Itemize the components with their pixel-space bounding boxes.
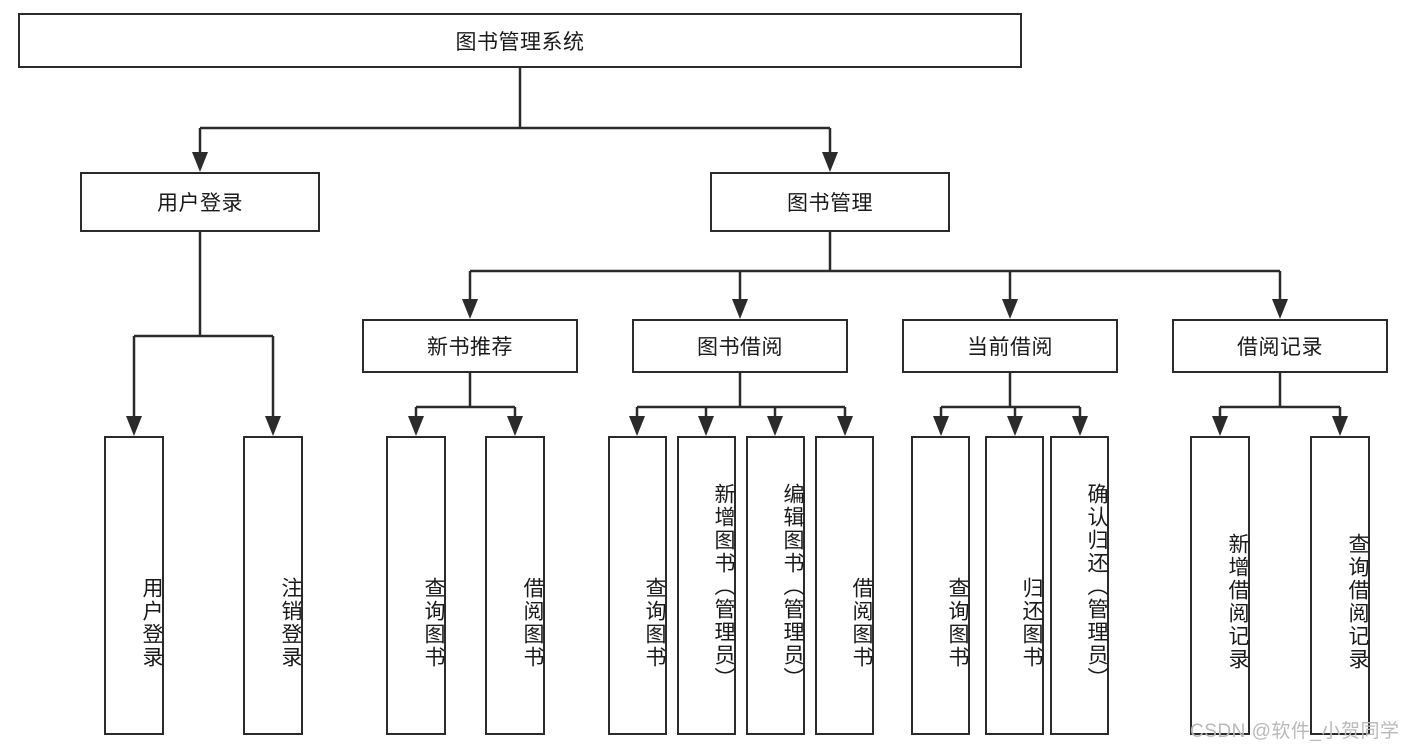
node-current-borrow-label: 当前借阅: [967, 336, 1053, 359]
node-book-borrow-label: 图书借阅: [697, 336, 783, 359]
node-root-label: 图书管理系统: [455, 30, 585, 54]
arrow-leaf-borrow-book-1: [507, 416, 523, 436]
arrow-book-management: [822, 152, 838, 172]
arrow-leaf-logout-login: [265, 416, 281, 436]
node-borrow-record[interactable]: 借阅记录: [1172, 319, 1388, 373]
arrow-leaf-add-borrow-record: [1212, 416, 1228, 436]
node-user-login-label: 用户登录: [157, 192, 243, 215]
arrow-leaf-user-login: [126, 416, 142, 436]
node-new-book-recommend-label: 新书推荐: [427, 336, 513, 359]
arrow-leaf-edit-book-admin: [767, 416, 783, 436]
node-leaf-add-book-admin-label: 新增图书（管理员）: [712, 483, 735, 690]
node-leaf-return-book[interactable]: 归还图书: [985, 436, 1044, 735]
node-book-management-label: 图书管理: [787, 192, 873, 215]
arrow-new-book-recommend: [462, 299, 478, 319]
node-current-borrow[interactable]: 当前借阅: [902, 319, 1118, 373]
node-leaf-query-borrow-record[interactable]: 查询借阅记录: [1310, 436, 1370, 735]
node-leaf-query-borrow-record-label: 查询借阅记录: [1346, 532, 1369, 671]
node-book-borrow[interactable]: 图书借阅: [632, 319, 848, 373]
node-leaf-add-book-admin[interactable]: 新增图书（管理员）: [677, 436, 736, 735]
arrow-leaf-add-book-admin: [698, 416, 714, 436]
node-root[interactable]: 图书管理系统: [18, 13, 1022, 68]
node-leaf-confirm-return-admin[interactable]: 确认归还（管理员）: [1050, 436, 1109, 735]
node-leaf-edit-book-admin-label: 编辑图书（管理员）: [781, 483, 804, 690]
arrow-leaf-borrow-book-2: [837, 416, 853, 436]
node-leaf-edit-book-admin[interactable]: 编辑图书（管理员）: [746, 436, 805, 735]
node-leaf-query-book-2-label: 查询图书: [643, 576, 666, 669]
arrow-book-borrow: [732, 299, 748, 319]
node-leaf-user-login[interactable]: 用户登录: [104, 436, 164, 735]
node-leaf-add-borrow-record-label: 新增借阅记录: [1226, 532, 1249, 671]
node-leaf-borrow-book-2[interactable]: 借阅图书: [815, 436, 874, 735]
node-leaf-user-login-label: 用户登录: [140, 576, 163, 669]
arrow-borrow-record: [1272, 299, 1288, 319]
node-leaf-query-book-1[interactable]: 查询图书: [386, 436, 446, 735]
arrow-leaf-query-book-2: [629, 416, 645, 436]
node-leaf-add-borrow-record[interactable]: 新增借阅记录: [1190, 436, 1250, 735]
node-leaf-confirm-return-admin-label: 确认归还（管理员）: [1085, 483, 1108, 690]
node-new-book-recommend[interactable]: 新书推荐: [362, 319, 578, 373]
node-leaf-query-book-2[interactable]: 查询图书: [608, 436, 667, 735]
node-leaf-query-book-1-label: 查询图书: [422, 576, 445, 669]
node-leaf-borrow-book-2-label: 借阅图书: [850, 576, 873, 669]
node-leaf-logout-login[interactable]: 注销登录: [243, 436, 303, 735]
node-leaf-query-book-3[interactable]: 查询图书: [911, 436, 970, 735]
csdn-watermark: CSDN @软件_小贺同学: [1190, 721, 1400, 742]
arrow-leaf-return-book: [1007, 416, 1023, 436]
node-leaf-logout-login-label: 注销登录: [279, 576, 302, 669]
arrow-current-borrow: [1002, 299, 1018, 319]
node-leaf-query-book-3-label: 查询图书: [946, 576, 969, 669]
arrow-leaf-confirm-return-admin: [1072, 416, 1088, 436]
arrow-leaf-query-borrow-record: [1332, 416, 1348, 436]
node-leaf-borrow-book-1[interactable]: 借阅图书: [485, 436, 545, 735]
node-borrow-record-label: 借阅记录: [1237, 336, 1323, 359]
node-user-login[interactable]: 用户登录: [80, 172, 320, 232]
node-leaf-borrow-book-1-label: 借阅图书: [521, 576, 544, 669]
arrow-leaf-query-book-3: [933, 416, 949, 436]
node-leaf-return-book-label: 归还图书: [1020, 576, 1043, 669]
arrow-user-login: [192, 152, 208, 172]
node-book-management[interactable]: 图书管理: [710, 172, 950, 232]
arrow-leaf-query-book-1: [408, 416, 424, 436]
